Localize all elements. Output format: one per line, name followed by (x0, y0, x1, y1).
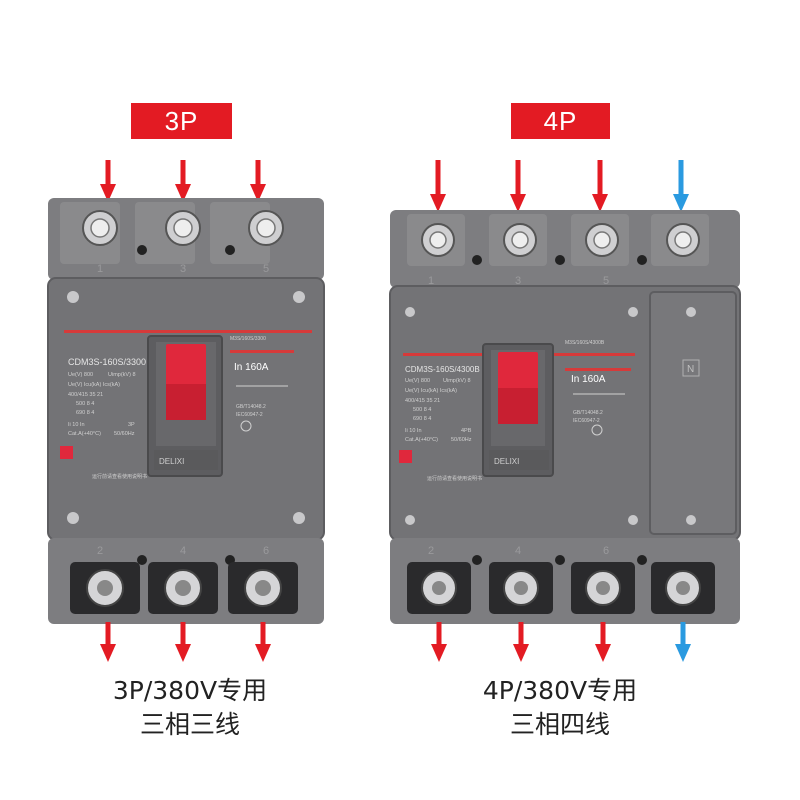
breaker-4p: 1 3 5 N CDM3S-160S/4300B M3S/160S/4300B … (389, 160, 741, 662)
spec-text: Cat.A(+40°C) (405, 437, 438, 443)
top-terminal-block: 1 3 5 (48, 198, 324, 280)
spec-text: Ii 10 In (68, 422, 85, 428)
neutral-label: N (687, 364, 694, 375)
model-label: CDM3S-160S/3300 (68, 357, 146, 367)
spec-text: Uimp(kV) 8 (443, 378, 471, 384)
rating-label: In 160A (234, 362, 269, 373)
terminal-screw (164, 569, 202, 607)
terminal-screw (503, 570, 539, 606)
caption-4p: 4P/380V专用 三相四线 (430, 674, 690, 742)
caption-3p: 3P/380V专用 三相三线 (60, 674, 320, 742)
terminal-label: 4 (180, 545, 186, 557)
note-text: 运行前请查看使用说明书 (92, 473, 147, 480)
terminal-screw (585, 570, 621, 606)
terminal-screw (248, 210, 284, 246)
terminal-label: 1 (97, 263, 103, 275)
spec-text: Ue(V) Icu(kA) Ics(kA) (68, 382, 120, 388)
spec-text: Uimp(kV) 8 (108, 372, 136, 378)
terminal-screw (82, 210, 118, 246)
breaker-3p: 1 3 5 CDM3S-160S/3300 M3S/160S/3300 Ue(V… (47, 160, 325, 662)
terminal-screw (503, 223, 537, 257)
bottom-terminal-block: 2 4 6 (390, 538, 740, 624)
caption-line-1: 4P/380V专用 (482, 676, 638, 705)
note-text: 运行前请查看使用说明书 (427, 475, 482, 482)
caption-line-1: 3P/380V专用 (112, 676, 268, 705)
terminal-screw (585, 223, 619, 257)
spec-text: 50/60Hz (114, 431, 135, 437)
spec-text: 500 8 4 (413, 407, 431, 413)
terminal-screw (421, 570, 457, 606)
spec-text: Ue(V) 800 (405, 378, 430, 384)
terminal-label: 5 (263, 263, 269, 275)
spec-code: M3S/160S/4300B (565, 340, 605, 346)
terminal-label: 5 (603, 275, 609, 287)
test-button[interactable] (399, 450, 412, 463)
terminal-screw (665, 570, 701, 606)
brand-logo: DELIXI (494, 457, 519, 466)
breaker-body: CDM3S-160S/3300 M3S/160S/3300 Ue(V) 800 … (47, 277, 325, 541)
spec-text: 690 8 4 (76, 410, 94, 416)
terminal-screw (86, 569, 124, 607)
spec-text: 500 8 4 (76, 401, 94, 407)
terminal-screw (244, 569, 282, 607)
caption-line-2: 三相四线 (509, 710, 610, 739)
terminal-label: 1 (428, 275, 434, 287)
spec-text: 690 8 4 (413, 416, 431, 422)
incoming-arrows (430, 160, 689, 212)
rating-label: In 160A (571, 374, 606, 385)
spec-text: 4PB (461, 428, 472, 434)
terminal-label: 2 (428, 545, 434, 557)
test-button[interactable] (60, 446, 73, 459)
standard-text: GB/T14048.2 (236, 404, 266, 410)
terminal-label: 6 (603, 545, 609, 557)
brand-logo: DELIXI (159, 457, 184, 466)
top-terminal-block: 1 3 5 (390, 210, 740, 288)
model-label: CDM3S-160S/4300B (405, 365, 480, 374)
spec-code: M3S/160S/3300 (230, 336, 266, 342)
terminal-label: 3 (515, 275, 521, 287)
spec-text: 50/60Hz (451, 437, 472, 443)
terminal-screw (421, 223, 455, 257)
standard-text: IEC60947-2 (236, 412, 263, 418)
spec-text: Cat.A(+40°C) (68, 431, 101, 437)
terminal-label: 3 (180, 263, 186, 275)
incoming-arrows (100, 160, 266, 202)
spec-text: Ii 10 In (405, 428, 422, 434)
standard-text: IEC60947-2 (573, 418, 600, 424)
outgoing-arrows (431, 622, 691, 662)
standard-text: GB/T14048.2 (573, 410, 603, 416)
terminal-label: 4 (515, 545, 521, 557)
caption-line-2: 三相三线 (139, 710, 240, 739)
spec-text: 400/415 35 21 (68, 392, 103, 398)
spec-text: 3P (128, 422, 135, 428)
spec-text: 400/415 35 21 (405, 398, 440, 404)
terminal-label: 6 (263, 545, 269, 557)
bottom-terminal-block: 2 4 6 (48, 538, 324, 624)
badge-3p: 3P (131, 103, 232, 139)
terminal-screw (165, 210, 201, 246)
spec-text: Ue(V) 800 (68, 372, 93, 378)
outgoing-arrows (100, 622, 271, 662)
breaker-body: N CDM3S-160S/4300B M3S/160S/4300B Ue(V) … (389, 285, 741, 541)
neutral-module (649, 291, 737, 535)
badge-4p: 4P (511, 103, 610, 139)
spec-text: Ue(V) Icu(kA) Ics(kA) (405, 388, 457, 394)
terminal-screw (666, 223, 700, 257)
terminal-label: 2 (97, 545, 103, 557)
